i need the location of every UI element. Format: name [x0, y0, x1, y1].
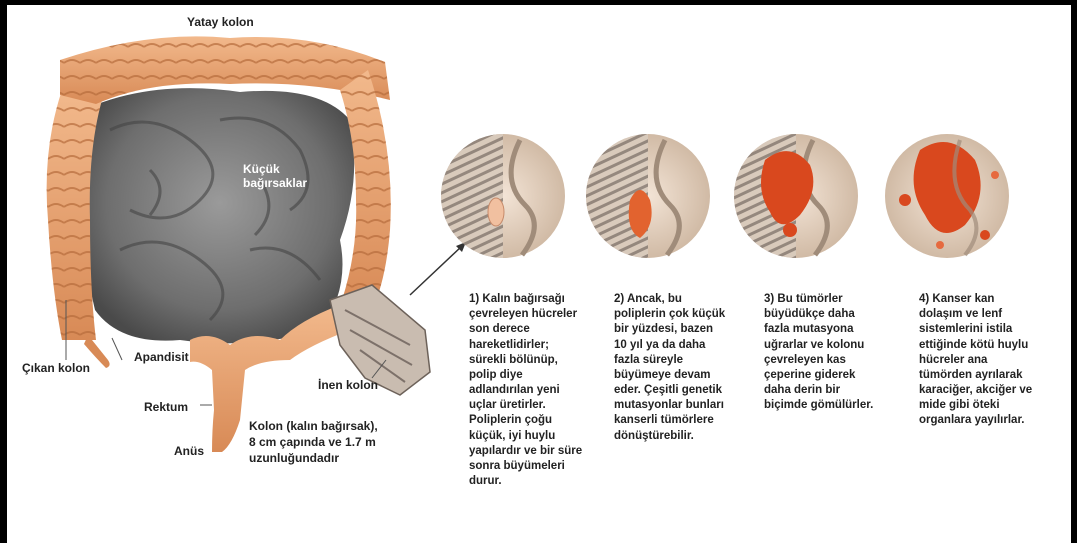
stage-2-text: 2) Ancak, bu poliplerin çok küçük bir yü… — [614, 292, 754, 444]
stage-1-illustration — [441, 134, 565, 258]
stage-4-illustration — [885, 134, 1009, 258]
arrow-line — [410, 246, 462, 295]
label-rectum: Rektum — [144, 401, 188, 415]
colon-description: Kolon (kalın bağırsak), 8 cm çapında ve … — [249, 418, 378, 467]
stage-1-text: 1) Kalın bağırsağı çevreleyen hücreler s… — [469, 292, 609, 489]
stage-2-illustration — [586, 134, 710, 258]
stage-3-illustration — [734, 134, 858, 258]
small-intestine-shape — [85, 88, 354, 343]
label-descending-colon: İnen kolon — [318, 379, 378, 393]
label-ascending-colon: Çıkan kolon — [22, 362, 90, 376]
stage-4-text: 4) Kanser kan dolaşım ve lenf sistemleri… — [919, 292, 1064, 429]
label-anus: Anüs — [174, 445, 204, 459]
stage-3-text: 3) Bu tümörler büyüdükçe daha fazla muta… — [764, 292, 894, 413]
label-transverse-colon: Yatay kolon — [187, 16, 254, 30]
label-appendix: Apandisit — [134, 351, 189, 365]
label-small-intestine: Küçük bağırsaklar — [243, 163, 307, 191]
